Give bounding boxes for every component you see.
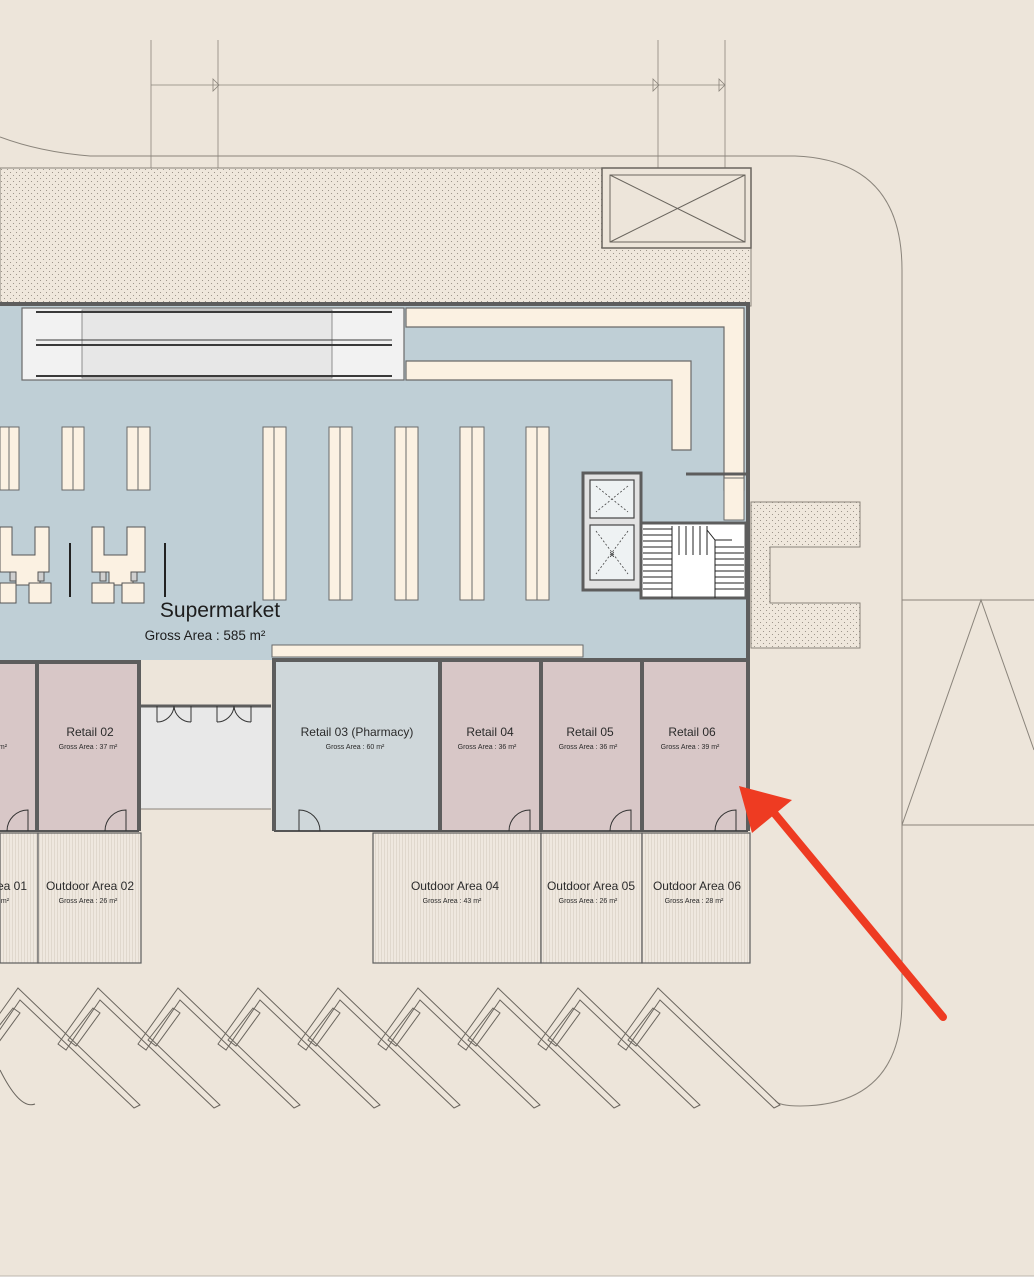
outdoor-01-area-cut: m²	[1, 898, 10, 905]
left-retail-walls	[0, 660, 141, 831]
outdoor-06-name: Outdoor Area 06	[653, 879, 741, 893]
retail-03-area: Gross Area : 60 m²	[326, 744, 385, 751]
retail-06-area: Gross Area : 39 m²	[661, 744, 720, 751]
svg-text:x: x	[610, 549, 615, 559]
landscape-triangle	[901, 598, 1034, 826]
retail-unit-02	[37, 663, 139, 831]
dimension-lines	[150, 40, 726, 172]
checkout-counters	[0, 526, 166, 604]
outdoor-06-area: Gross Area : 28 m²	[665, 898, 724, 905]
short-shelves	[0, 426, 151, 491]
outdoor-terraces	[0, 832, 751, 964]
door-swing-icon	[6, 809, 737, 832]
outdoor-04-area: Gross Area : 43 m²	[423, 898, 482, 905]
supermarket-name: Supermarket	[160, 599, 280, 622]
service-counter	[405, 360, 692, 451]
retail-04-area: Gross Area : 36 m²	[458, 744, 517, 751]
retail-02-area: Gross Area : 37 m²	[59, 744, 118, 751]
retail-unit-05	[541, 662, 642, 831]
road-curb-outline	[0, 136, 903, 1107]
retail-unit-01	[0, 663, 37, 831]
retail-02-name: Retail 02	[66, 725, 114, 739]
annotation-arrow-icon	[739, 786, 947, 1021]
retail-unit-04	[440, 662, 541, 831]
front-counter-strip	[271, 644, 584, 658]
parking-bays	[0, 987, 781, 1109]
staircase-icon	[639, 521, 748, 600]
outdoor-05-area: Gross Area : 26 m²	[559, 898, 618, 905]
side-planter	[750, 501, 861, 649]
retail-06-name: Retail 06	[668, 725, 716, 739]
outdoor-02-name: Outdoor Area 02	[46, 879, 134, 893]
supermarket-gross-area: Gross Area : 585 m²	[145, 628, 266, 643]
corridor-end	[723, 477, 745, 521]
elevator-icon: x	[581, 471, 643, 592]
retail-unit-06	[642, 662, 746, 831]
retail-04-name: Retail 04	[466, 725, 514, 739]
supermarket-outer-wall	[0, 302, 750, 660]
outdoor-02-area: Gross Area : 26 m²	[59, 898, 118, 905]
retail-unit-03	[274, 662, 440, 831]
outdoor-01-name-cut: ea 01	[0, 879, 27, 893]
service-shaft	[601, 167, 752, 249]
retail-05-area: Gross Area : 36 m²	[559, 744, 618, 751]
escalator-icon	[21, 307, 405, 381]
outdoor-05-name: Outdoor Area 05	[547, 879, 635, 893]
retail-03-name: Retail 03 (Pharmacy)	[301, 725, 414, 739]
entrance-lobby	[141, 704, 271, 810]
right-retail-walls	[272, 658, 750, 831]
tall-shelves	[262, 426, 550, 601]
retail-01-area-cut: m²	[0, 744, 8, 751]
outdoor-04-name: Outdoor Area 04	[411, 879, 499, 893]
retail-05-name: Retail 05	[566, 725, 614, 739]
